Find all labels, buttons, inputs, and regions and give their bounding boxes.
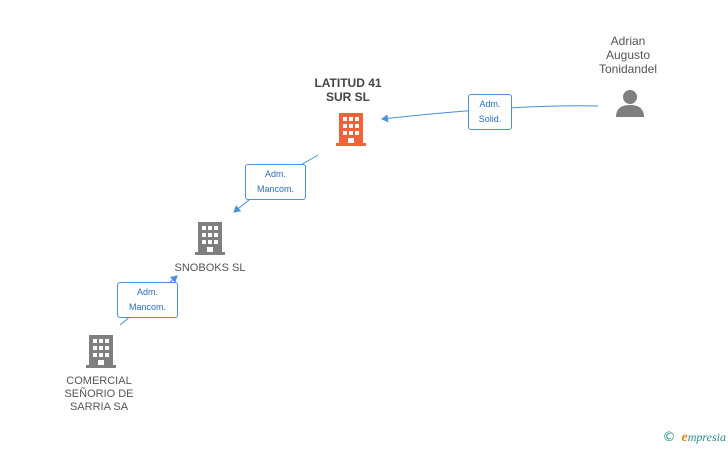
relation-label-adm-mancom[interactable]: Adm. Mancom. — [245, 164, 306, 200]
relation-line2: Mancom. — [128, 302, 166, 312]
node-label-latitud[interactable]: LATITUD 41 SUR SL — [298, 76, 398, 104]
node-label-adrian-line3: Tonidandel — [598, 62, 658, 76]
node-label-comercial-line2: SEÑORIO DE — [64, 388, 134, 400]
node-label-comercial[interactable]: COMERCIAL SEÑORIO DE SARRIA SA — [49, 375, 149, 414]
building-icon[interactable] — [85, 334, 117, 368]
person-icon[interactable] — [614, 88, 646, 118]
node-label-comercial-line1: COMERCIAL — [66, 375, 132, 387]
node-label-comercial-line3: SARRIA SA — [69, 401, 129, 413]
copyright-symbol: © — [662, 430, 676, 445]
relation-label-adm-solid[interactable]: Adm. Solid. — [468, 94, 512, 130]
empresia-watermark: © empresia — [663, 430, 726, 446]
relation-line1: Adm. — [264, 169, 286, 179]
node-label-adrian-line1: Adrian — [610, 34, 646, 48]
relation-line1: Adm. — [479, 99, 501, 109]
relation-line2: Mancom. — [256, 184, 294, 194]
brand-initial: e — [681, 430, 688, 445]
node-label-latitud-line2: SUR SL — [325, 90, 370, 104]
node-label-adrian-line2: Augusto — [605, 48, 651, 62]
node-label-latitud-line1: LATITUD 41 — [314, 76, 382, 90]
relation-line1: Adm. — [136, 287, 158, 297]
relation-line2: Solid. — [478, 114, 502, 124]
building-icon[interactable] — [335, 112, 367, 146]
node-label-snoboks[interactable]: SNOBOKS SL — [174, 262, 246, 274]
node-label-adrian[interactable]: Adrian Augusto Tonidandel — [588, 34, 668, 76]
relation-label-adm-mancom[interactable]: Adm. Mancom. — [117, 282, 178, 318]
building-icon[interactable] — [194, 221, 226, 255]
brand-name: mpresia — [687, 430, 726, 444]
